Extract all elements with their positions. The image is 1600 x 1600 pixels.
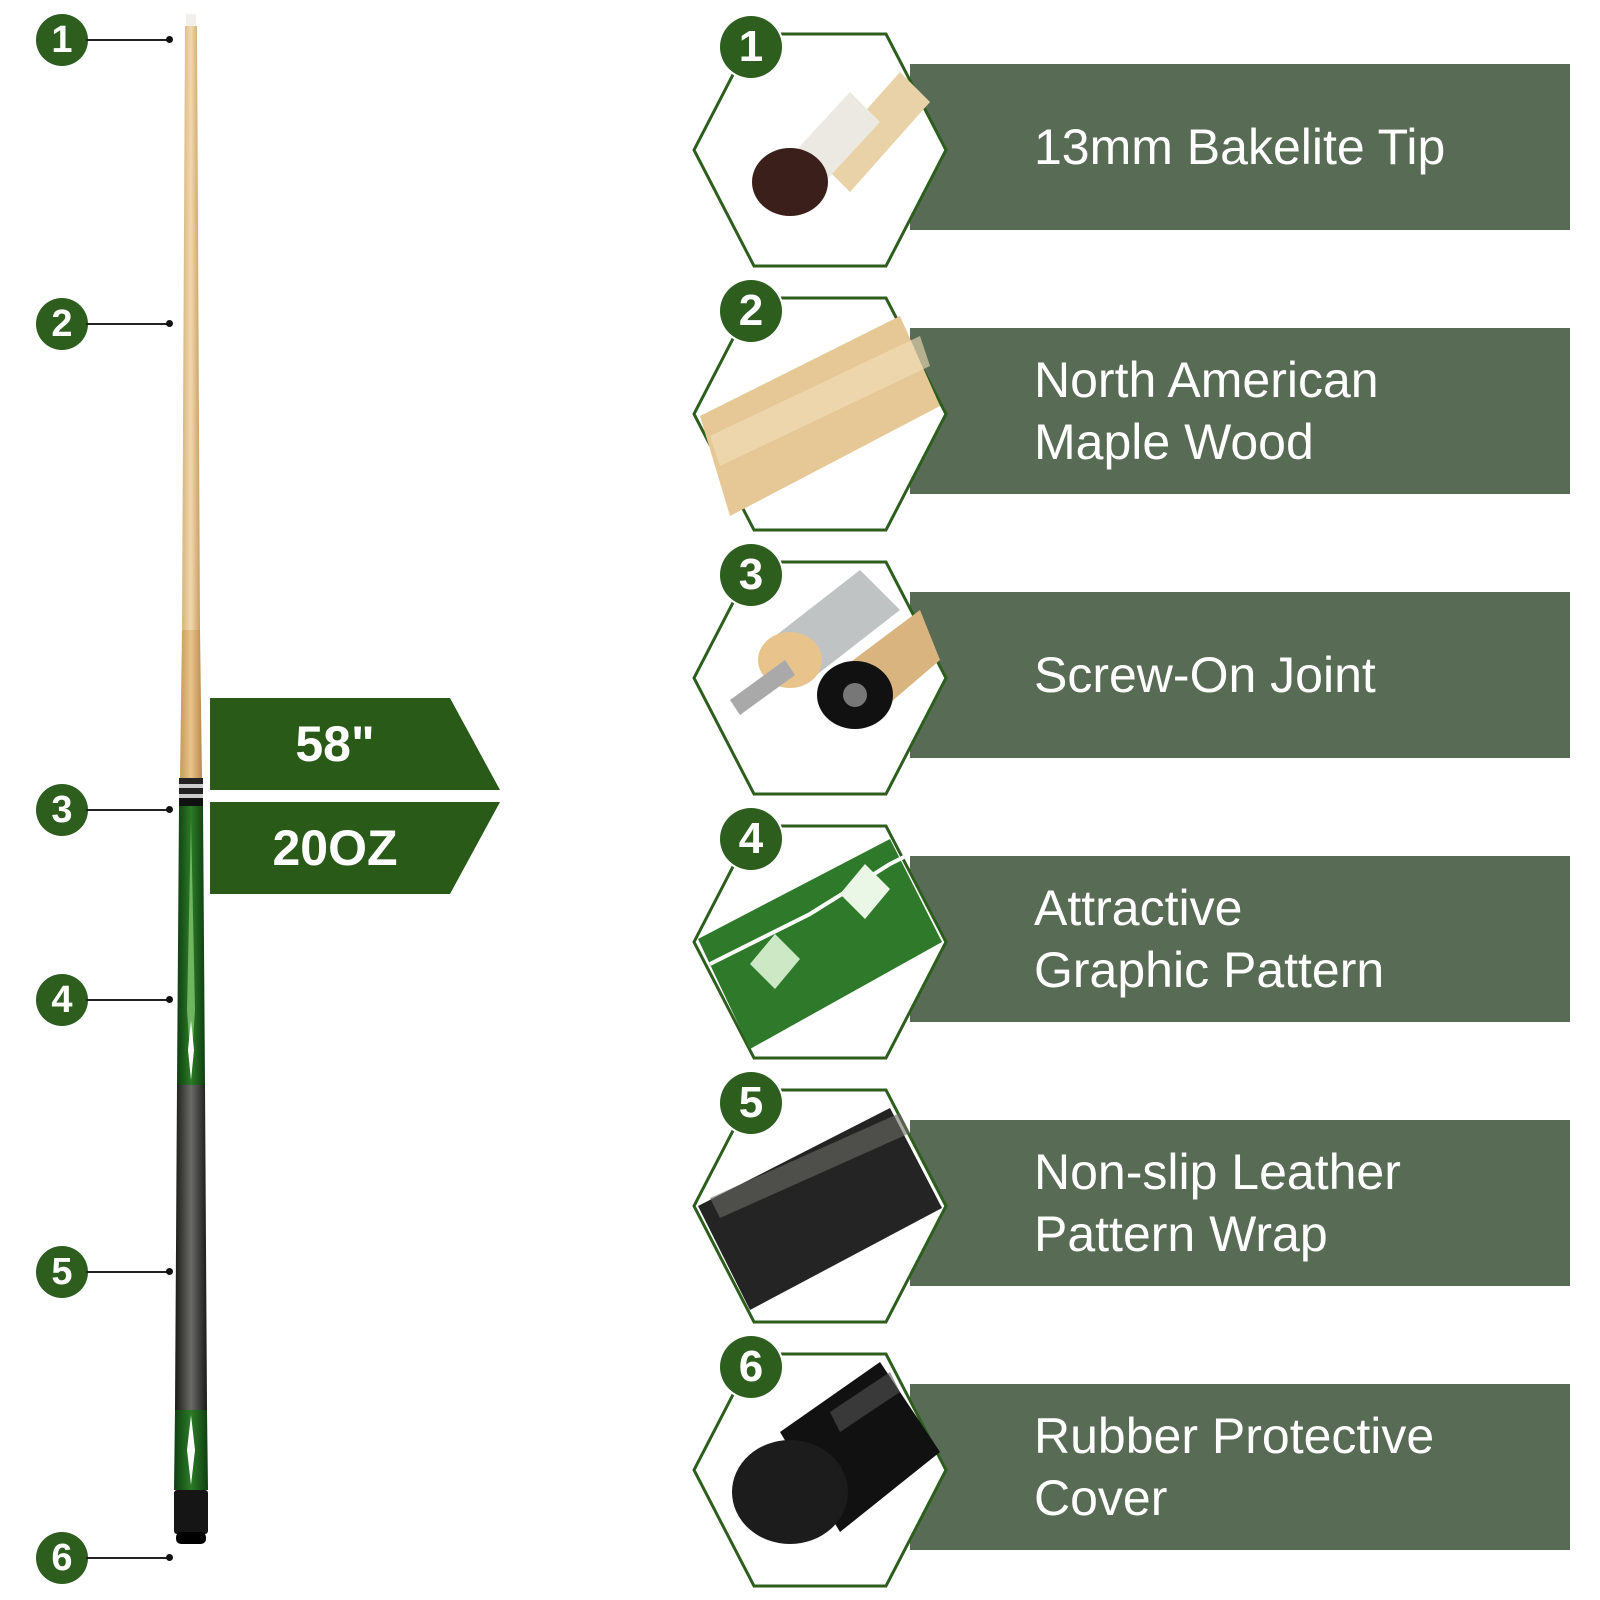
callout-6: 6 xyxy=(0,1528,180,1588)
leader-line xyxy=(86,1557,170,1559)
leader-dot xyxy=(166,1554,173,1561)
feature-number-badge: 2 xyxy=(720,280,782,342)
feature-band xyxy=(910,1384,1570,1550)
feature-number-badge: 4 xyxy=(720,808,782,870)
callout-4: 4 xyxy=(0,970,180,1030)
feature-label: 13mm Bakelite Tip xyxy=(1034,119,1446,175)
feature-row-1: 1 13mm Bakelite Tip xyxy=(690,16,1590,270)
pool-cue-image xyxy=(174,14,208,1544)
feature-band xyxy=(910,856,1570,1022)
feature-number-badge: 6 xyxy=(720,1336,782,1398)
feature-row-6: 6 Rubber Protective Cover xyxy=(690,1336,1590,1590)
callout-number-badge: 6 xyxy=(36,1532,88,1584)
callout-number-badge: 2 xyxy=(36,298,88,350)
length-tag: 58" xyxy=(210,698,500,790)
leader-dot xyxy=(166,806,173,813)
callout-number-badge: 5 xyxy=(36,1246,88,1298)
weight-tag: 20OZ xyxy=(210,802,500,894)
leader-line xyxy=(86,39,170,41)
graphic-pattern-icon xyxy=(692,824,948,1060)
rubber-bumper-icon xyxy=(692,1352,948,1588)
leader-line xyxy=(86,323,170,325)
feature-band xyxy=(910,328,1570,494)
leader-line xyxy=(86,999,170,1001)
maple-shaft-icon xyxy=(692,296,948,532)
cue-tip-icon xyxy=(692,32,948,268)
callout-number-badge: 3 xyxy=(36,784,88,836)
callout-number-badge: 4 xyxy=(36,974,88,1026)
feature-row-2: 2 North American Maple Wood xyxy=(690,280,1590,534)
feature-row-3: 3 Screw-On Joint xyxy=(690,544,1590,798)
feature-label: Screw-On Joint xyxy=(1034,647,1376,703)
feature-label: Rubber Protective Cover xyxy=(1034,1408,1435,1526)
length-value: 58" xyxy=(295,716,375,772)
feature-number-badge: 5 xyxy=(720,1072,782,1134)
feature-number-badge: 1 xyxy=(720,16,782,78)
leader-dot xyxy=(166,1268,173,1275)
leader-line xyxy=(86,809,170,811)
joint-pin-icon xyxy=(692,560,948,796)
callout-5: 5 xyxy=(0,1242,180,1302)
feature-row-5: 5 Non-slip Leather Pattern Wrap xyxy=(690,1072,1590,1326)
feature-row-4: 4 Attractive Graphic Pattern xyxy=(690,808,1590,1062)
leather-wrap-icon xyxy=(692,1088,948,1324)
feature-number-badge: 3 xyxy=(720,544,782,606)
callout-3: 3 xyxy=(0,780,180,840)
callout-number-badge: 1 xyxy=(36,14,88,66)
leader-dot xyxy=(166,320,173,327)
feature-band xyxy=(910,592,1570,758)
callout-1: 1 xyxy=(0,10,180,70)
feature-label: Attractive Graphic Pattern xyxy=(1034,880,1385,998)
feature-band xyxy=(910,64,1570,230)
leader-dot xyxy=(166,996,173,1003)
callout-2: 2 xyxy=(0,294,180,354)
feature-band xyxy=(910,1120,1570,1286)
feature-label: North American Maple Wood xyxy=(1034,352,1379,470)
weight-value: 20OZ xyxy=(272,820,398,876)
leader-dot xyxy=(166,36,173,43)
feature-label: Non-slip Leather Pattern Wrap xyxy=(1034,1144,1401,1262)
leader-line xyxy=(86,1271,170,1273)
